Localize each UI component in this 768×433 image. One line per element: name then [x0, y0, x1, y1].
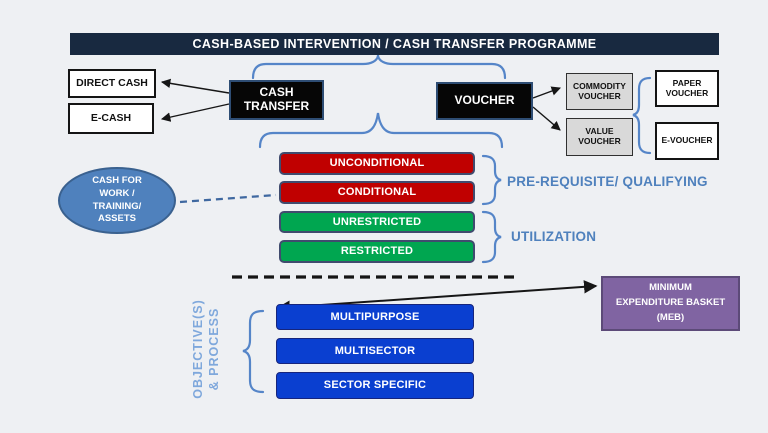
objectives-rotated-label: OBJECTIVE(S) & PROCESS: [184, 289, 228, 409]
objectives-label-line-2: & PROCESS: [207, 307, 221, 391]
meb-box: MINIMUM EXPENDITURE BASKET (MEB): [601, 276, 740, 331]
arrow-to-e-cash: [160, 103, 230, 122]
unconditional-box: UNCONDITIONAL: [279, 152, 475, 175]
objectives-brace: [242, 309, 265, 394]
ellipse-line-1: CASH FOR: [92, 175, 142, 187]
cash-for-work-ellipse: CASH FOR WORK / TRAINING/ ASSETS: [58, 167, 176, 234]
commodity-voucher-box: COMMODITY VOUCHER: [566, 73, 633, 110]
conditional-box: CONDITIONAL: [279, 181, 475, 204]
qualifying-brace: [481, 154, 502, 206]
cash-transfer-box: CASH TRANSFER: [229, 80, 324, 120]
top-split-brace: [251, 55, 507, 80]
e-cash-box: E-CASH: [68, 103, 154, 134]
voucher-box: VOUCHER: [436, 82, 533, 120]
meb-line-2: EXPENDITURE BASKET: [615, 297, 726, 309]
e-voucher-box: E-VOUCHER: [655, 122, 719, 160]
meb-line-1: MINIMUM: [649, 282, 692, 294]
value-voucher-box: VALUE VOUCHER: [566, 118, 633, 156]
qualifying-label: PRE-REQUISITE/ QUALIFYING: [507, 174, 708, 189]
unrestricted-box: UNRESTRICTED: [279, 211, 475, 233]
middle-split-brace: [258, 112, 504, 149]
utilization-brace: [481, 210, 502, 264]
multisector-box: MULTISECTOR: [276, 338, 474, 364]
paper-voucher-box: PAPER VOUCHER: [655, 70, 719, 107]
title-banner: CASH-BASED INTERVENTION / CASH TRANSFER …: [70, 33, 719, 55]
utilization-label: UTILIZATION: [511, 229, 597, 244]
direct-cash-box: DIRECT CASH: [68, 69, 156, 98]
ellipse-line-4: ASSETS: [97, 213, 136, 225]
objectives-label-line-1: OBJECTIVE(S): [190, 299, 205, 399]
ellipse-line-2: WORK /: [99, 187, 135, 199]
arrow-to-commodity-voucher: [532, 86, 561, 99]
meb-line-3: (MEB): [656, 311, 685, 323]
ellipse-line-3: TRAINING/: [92, 200, 142, 212]
restricted-box: RESTRICTED: [279, 240, 475, 263]
dashed-line-cash-for-work: [179, 193, 277, 204]
multipurpose-box: MULTIPURPOSE: [276, 304, 474, 330]
arrow-to-direct-cash: [160, 78, 230, 94]
sector-specific-box: SECTOR SPECIFIC: [276, 372, 474, 399]
voucher-forms-brace: [632, 76, 652, 155]
arrow-to-value-voucher: [532, 106, 561, 131]
